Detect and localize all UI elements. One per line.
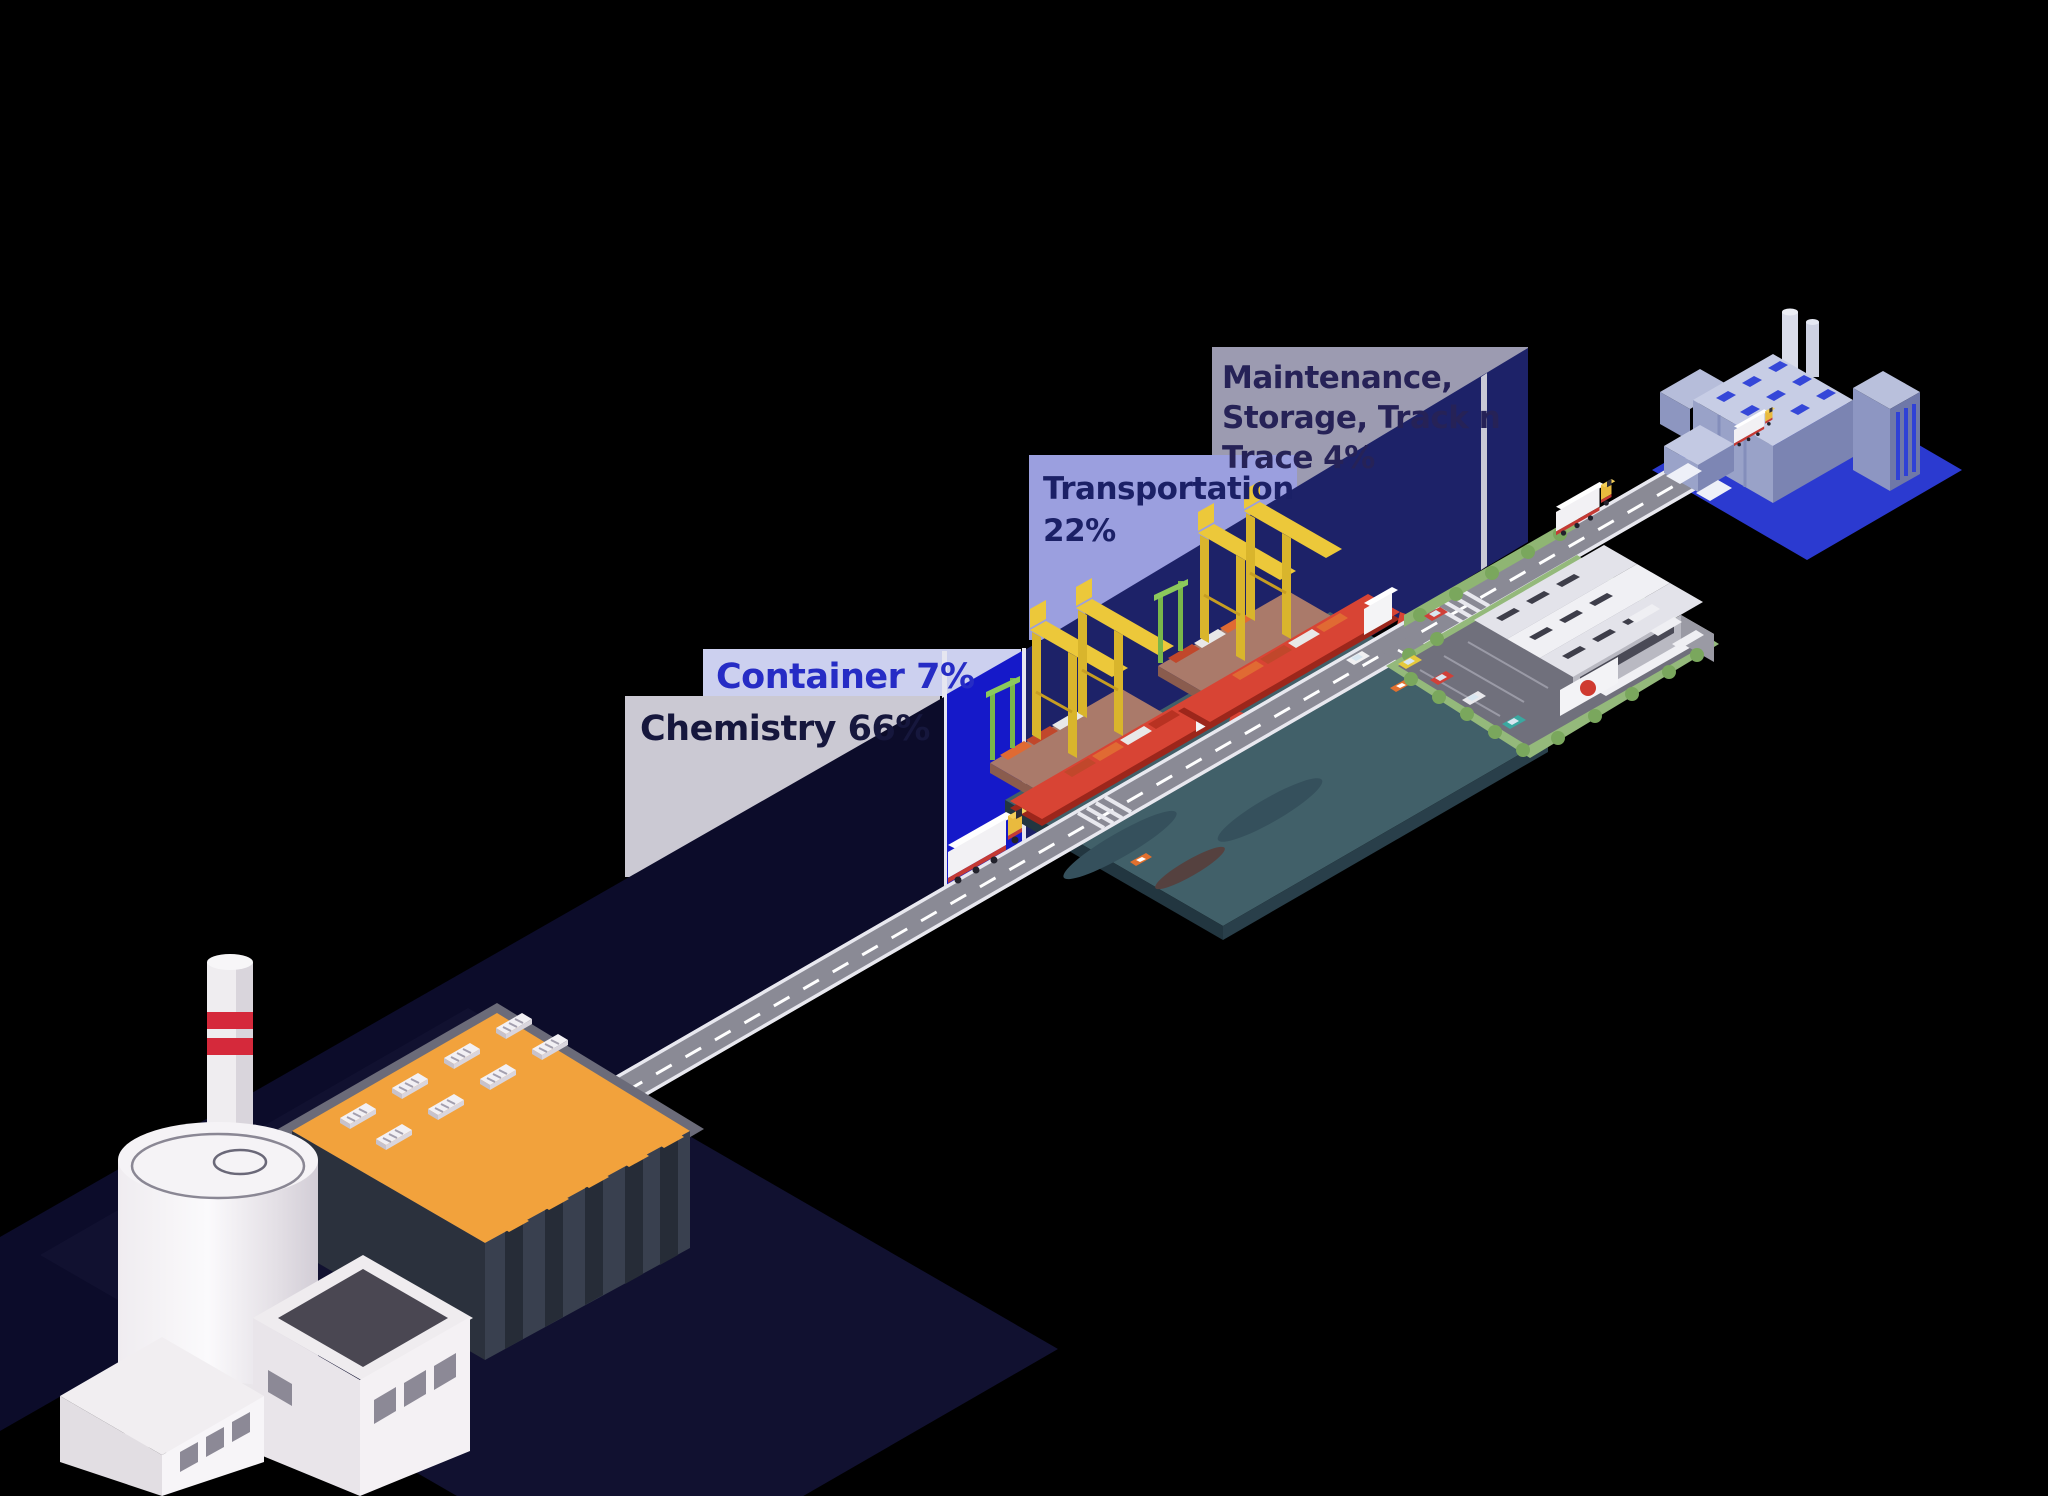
crosswalk bbox=[1077, 795, 1132, 830]
wall-divider-stripe bbox=[1481, 373, 1487, 570]
tree bbox=[1404, 672, 1418, 686]
orange-roof bbox=[292, 1013, 690, 1243]
tree bbox=[1430, 632, 1444, 646]
office-windows bbox=[180, 1412, 250, 1472]
container-label: Container 7% bbox=[716, 657, 975, 697]
factory-wall-right bbox=[1773, 400, 1853, 503]
tree bbox=[1460, 707, 1474, 721]
warehouse-roof bbox=[1507, 564, 1670, 658]
transportation-label-line2: 22% bbox=[1043, 513, 1116, 549]
maintenance-label-line2: Storage, Track n bbox=[1222, 400, 1500, 436]
factory-chimney bbox=[1806, 322, 1819, 377]
factory-chimney-top bbox=[1806, 319, 1819, 325]
office-windows bbox=[268, 1353, 456, 1424]
tank-rim-ring bbox=[130, 1132, 306, 1200]
chimney-stripe bbox=[207, 1012, 253, 1029]
tree bbox=[1625, 687, 1639, 701]
container-ship bbox=[1010, 691, 1232, 819]
port bbox=[986, 479, 1420, 826]
factory-rear-block-roof bbox=[1660, 369, 1730, 409]
tree bbox=[1690, 648, 1704, 662]
dock-trailer bbox=[1672, 630, 1704, 649]
warehouse-roof bbox=[1474, 545, 1637, 639]
water-reflections bbox=[1063, 778, 1323, 890]
warehouse-logo bbox=[1580, 680, 1596, 696]
tree bbox=[1449, 587, 1463, 601]
fin-caps bbox=[503, 1133, 684, 1232]
segment-labels: Chemistry 66% Container 7% Transportatio… bbox=[640, 360, 1501, 749]
office-roof-inset bbox=[278, 1269, 448, 1367]
tree bbox=[1662, 665, 1676, 679]
tank-hatch bbox=[212, 1148, 268, 1176]
water-surface bbox=[1005, 612, 1548, 926]
road-center-line bbox=[449, 414, 1796, 1195]
water-edge-front bbox=[1223, 738, 1548, 940]
transportation-label-line1: Transportation bbox=[1043, 471, 1294, 507]
loading-bay bbox=[1666, 463, 1702, 484]
factory-skylights bbox=[1716, 361, 1836, 416]
office-wall bbox=[253, 1318, 360, 1496]
warehouse bbox=[1386, 515, 1719, 758]
ship-reflection bbox=[1217, 778, 1323, 842]
tree bbox=[1413, 608, 1427, 622]
maintenance-label-line3: Trace 4% bbox=[1222, 440, 1375, 476]
chimney-stripe bbox=[207, 1038, 253, 1055]
tree bbox=[1488, 725, 1502, 739]
loading-bay bbox=[1696, 480, 1732, 501]
chemical-plant bbox=[60, 954, 704, 1496]
tree bbox=[1551, 731, 1565, 745]
ship-bridge bbox=[1364, 593, 1392, 635]
warehouse-roof bbox=[1540, 583, 1703, 677]
factory-front-block-side bbox=[1698, 444, 1734, 492]
pier bbox=[1158, 591, 1352, 703]
pier bbox=[990, 688, 1184, 800]
chemistry-label: Chemistry 66% bbox=[640, 709, 930, 749]
factory-tower bbox=[1853, 388, 1890, 491]
factory-chimney bbox=[1782, 312, 1798, 374]
tree bbox=[1485, 566, 1499, 580]
tree bbox=[1521, 545, 1535, 559]
maintenance-label-line1: Maintenance, bbox=[1222, 360, 1453, 396]
factory bbox=[1660, 308, 1920, 503]
tree bbox=[1432, 690, 1446, 704]
hull-reflection bbox=[1155, 846, 1225, 890]
tree bbox=[1588, 709, 1602, 723]
office-wall bbox=[60, 1396, 162, 1496]
factory-chimney-top bbox=[1782, 308, 1798, 316]
chimney-top bbox=[207, 954, 253, 970]
building-fins bbox=[505, 1138, 678, 1349]
dock-trailer bbox=[1650, 617, 1682, 636]
ship-reflection bbox=[1063, 810, 1177, 880]
dock-trailer bbox=[1628, 604, 1660, 623]
parking-lines bbox=[1419, 641, 1549, 717]
factory-rear-block bbox=[1660, 392, 1690, 441]
factory-tower-roof bbox=[1853, 371, 1920, 409]
container-ship bbox=[1178, 594, 1400, 722]
tree bbox=[1516, 743, 1530, 757]
factory-front-block-roof bbox=[1664, 425, 1734, 465]
ship-bridge-roof bbox=[1364, 587, 1398, 606]
